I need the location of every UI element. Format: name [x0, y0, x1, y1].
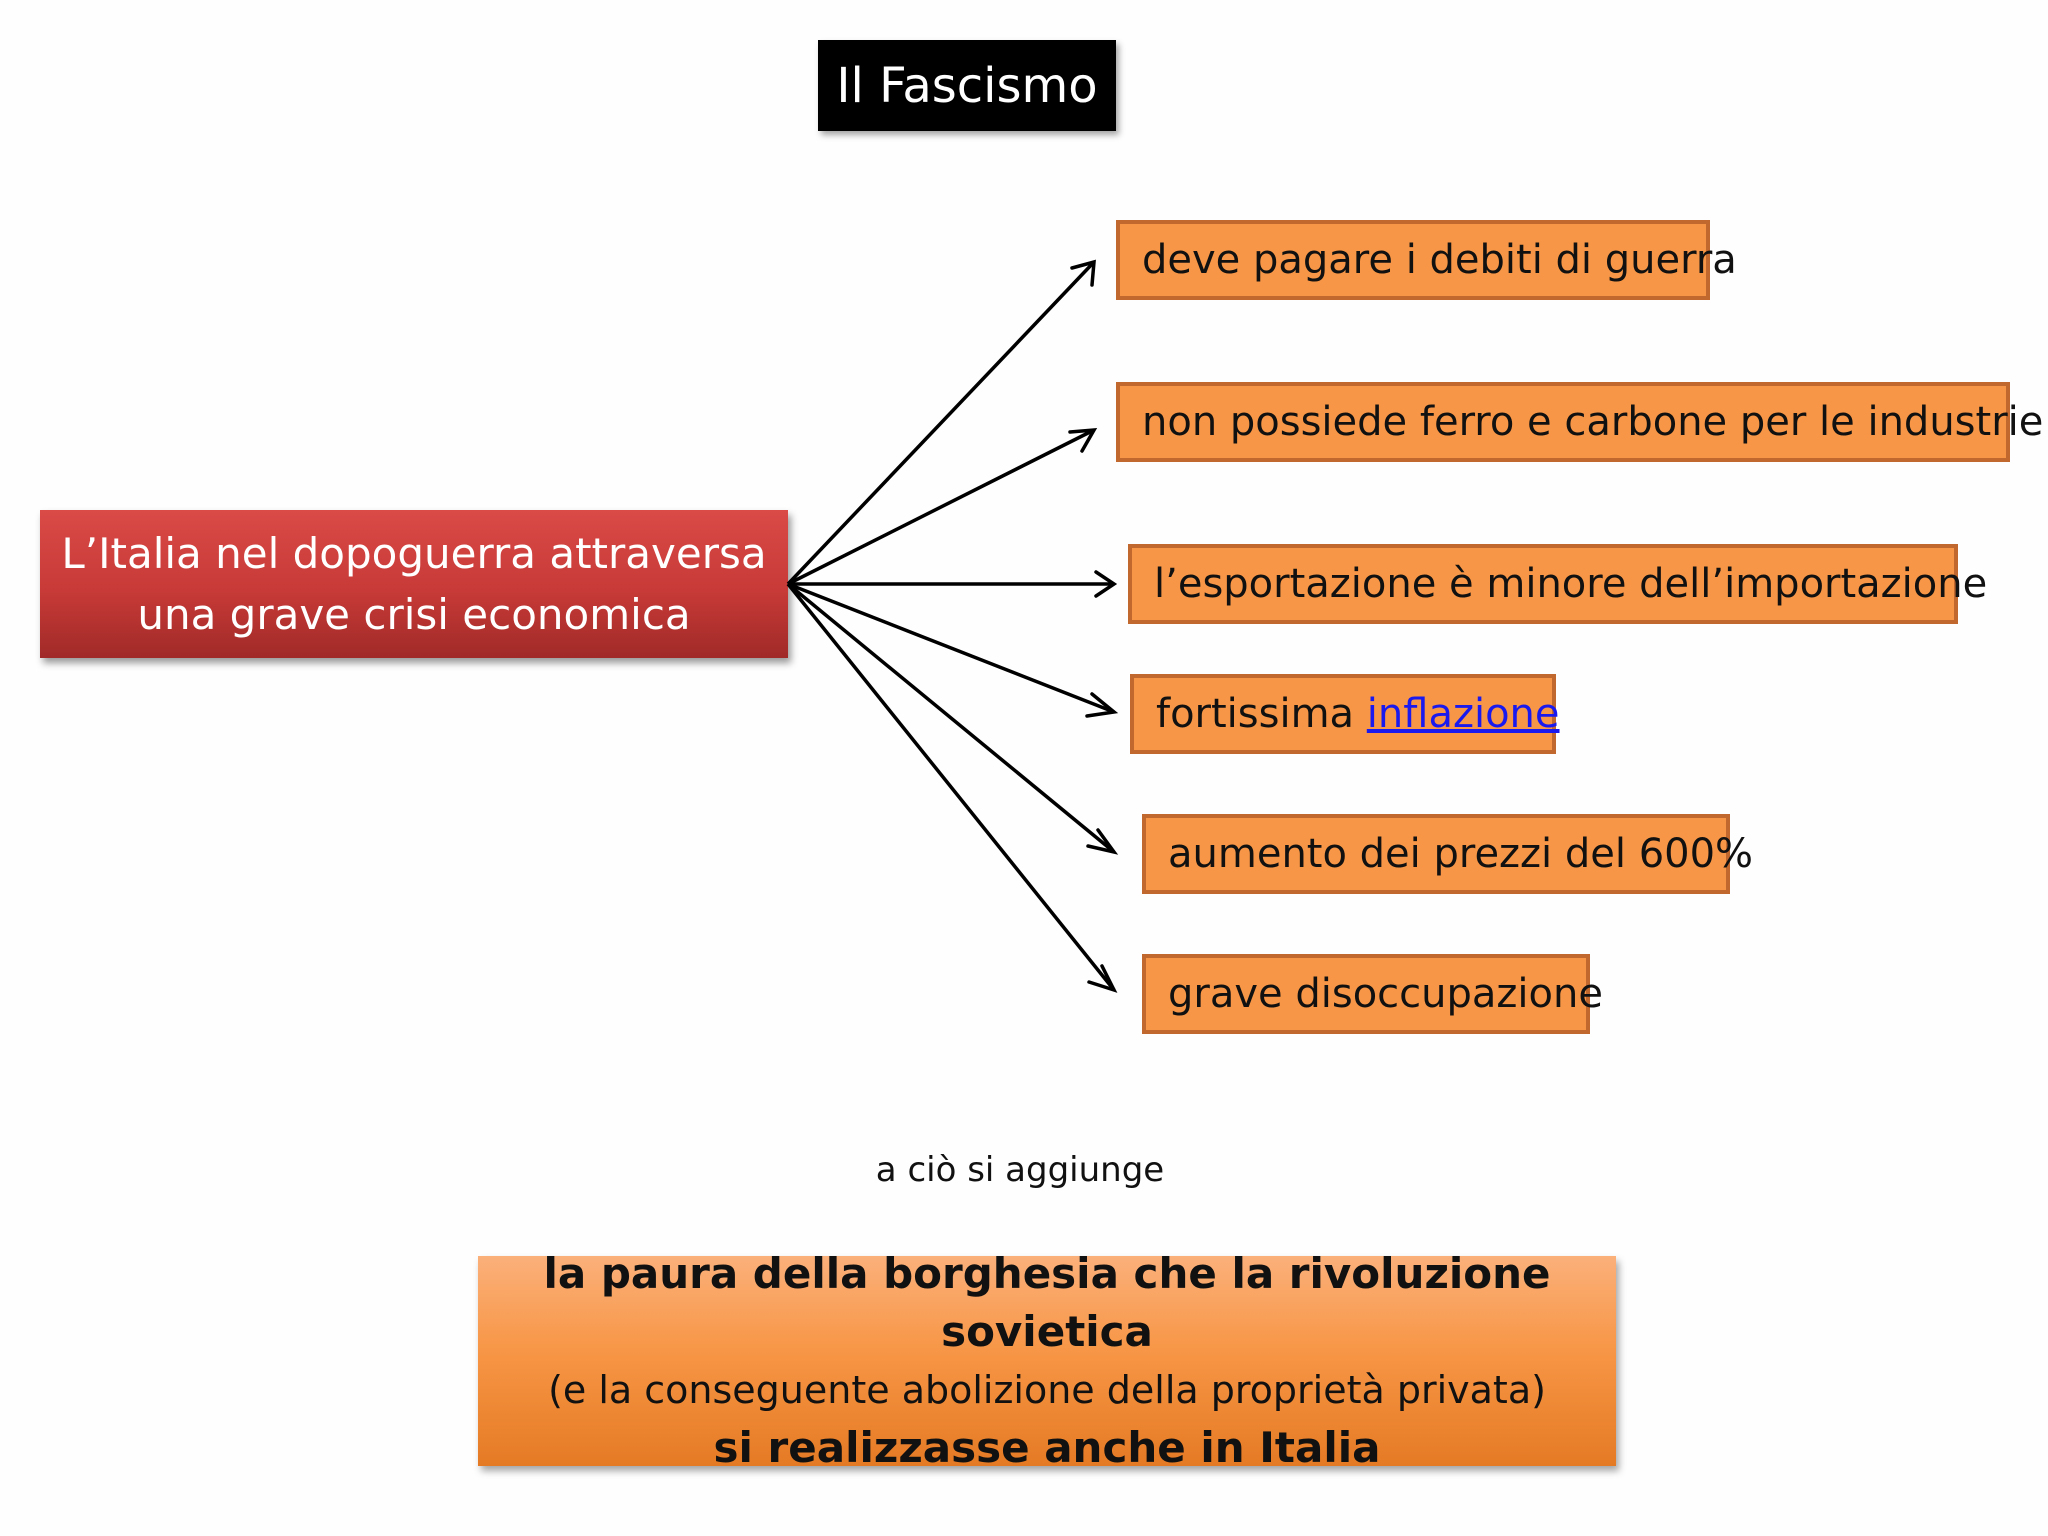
- cause-box-debts: deve pagare i debiti di guerra: [1116, 220, 1737, 300]
- conclusion-line-1: la paura della borghesia che la rivoluzi…: [543, 1249, 1551, 1356]
- arrowhead-6: [1087, 964, 1118, 993]
- cause-box-inflation: fortissima inflazione: [1130, 674, 1560, 754]
- cause-box-resources: non possiede ferro e carbone per le indu…: [1116, 382, 2043, 462]
- arrow-to-cause-1: [786, 260, 1096, 586]
- cause-text: grave disoccupazione: [1168, 971, 1603, 1017]
- arrowhead-4: [1085, 692, 1119, 718]
- cause-box-unemployment: grave disoccupazione: [1142, 954, 1603, 1034]
- cause-text: aumento dei prezzi del 600%: [1168, 831, 1754, 877]
- conclusion-line-2: (e la conseguente abolizione della propr…: [548, 1368, 1546, 1412]
- main-cause-box: L’Italia nel dopoguerra attraversa una g…: [40, 510, 788, 658]
- arrowhead-1: [1070, 259, 1096, 287]
- arrow-to-cause-6: [786, 582, 1116, 992]
- arrow-to-cause-5: [786, 582, 1116, 854]
- cause-text: l’esportazione è minore dell’importazion…: [1154, 561, 1988, 607]
- page-title: Il Fascismo: [818, 40, 1116, 131]
- main-cause-line-2: una grave crisi economica: [137, 590, 691, 639]
- cause-box-prices: aumento dei prezzi del 600%: [1142, 814, 1753, 894]
- arrowhead-2: [1068, 427, 1098, 453]
- main-cause-text: L’Italia nel dopoguerra attraversa una g…: [61, 523, 766, 645]
- arrow-to-cause-2: [787, 428, 1095, 586]
- arrow-to-cause-4: [787, 582, 1115, 714]
- arrowhead-5: [1086, 828, 1119, 855]
- conclusion-line-3: si realizzasse anche in Italia: [713, 1423, 1381, 1472]
- inflazione-link[interactable]: inflazione: [1366, 691, 1560, 737]
- cause-text: deve pagare i debiti di guerra: [1142, 237, 1737, 283]
- page-title-text: Il Fascismo: [836, 57, 1098, 114]
- transition-text: a ciò si aggiunge: [875, 1150, 1165, 1190]
- cause-box-trade: l’esportazione è minore dell’importazion…: [1128, 544, 1987, 624]
- arrowhead-3: [1094, 570, 1118, 598]
- conclusion-box: la paura della borghesia che la rivoluzi…: [478, 1249, 1616, 1472]
- main-cause-line-1: L’Italia nel dopoguerra attraversa: [61, 529, 767, 578]
- cause-text: non possiede ferro e carbone per le indu…: [1142, 399, 2044, 445]
- cause-text-prefix: fortissima: [1156, 691, 1355, 737]
